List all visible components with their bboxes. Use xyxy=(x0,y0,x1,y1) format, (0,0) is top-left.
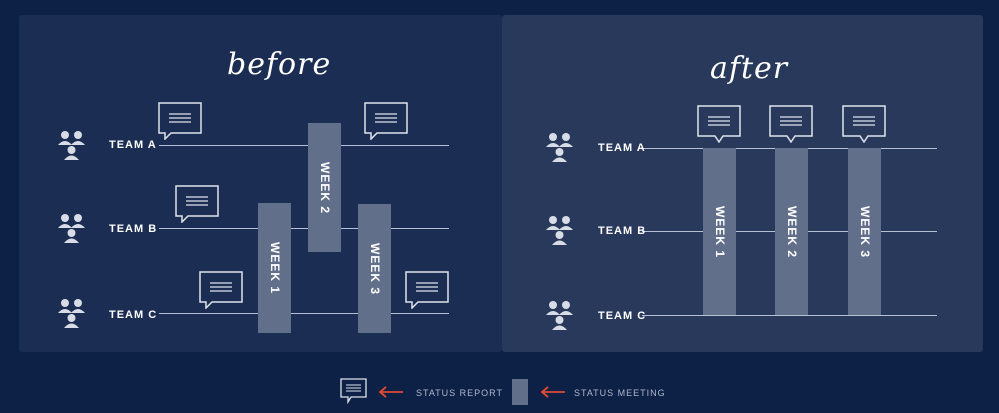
before-panel: before TEAM A TEAM B TEAM C WEEK 1 WEEK … xyxy=(19,15,502,352)
status-report-icon xyxy=(364,102,408,140)
week-2-label: WEEK 2 xyxy=(784,205,799,258)
status-meeting-legend-swatch xyxy=(512,379,528,405)
status-report-icon xyxy=(175,185,219,223)
week-3-bar: WEEK 3 xyxy=(848,148,881,315)
team-c-line xyxy=(642,315,937,316)
team-c-line xyxy=(159,313,449,314)
team-b-label: TEAM B xyxy=(598,225,647,237)
arrow-left-icon xyxy=(540,386,565,398)
status-report-icon xyxy=(405,271,449,309)
status-report-icon xyxy=(842,105,886,143)
team-a-line xyxy=(159,145,449,146)
week-3-label: WEEK 3 xyxy=(857,205,872,258)
people-icon xyxy=(546,301,573,330)
arrow-left-icon xyxy=(378,386,403,398)
team-a-label: TEAM A xyxy=(598,142,646,154)
people-icon xyxy=(58,299,85,328)
team-a-label: TEAM A xyxy=(109,139,157,151)
week-3-bar: WEEK 3 xyxy=(358,204,391,333)
status-meeting-legend-label: STATUS MEETING xyxy=(574,388,666,398)
status-report-icon xyxy=(769,105,813,143)
people-icon xyxy=(58,131,85,160)
week-2-bar: WEEK 2 xyxy=(775,148,808,315)
week-1-bar: WEEK 1 xyxy=(703,148,736,315)
before-title: before xyxy=(227,47,332,82)
people-icon xyxy=(58,214,85,243)
status-report-icon xyxy=(697,105,741,143)
status-report-icon xyxy=(158,102,202,140)
people-icon xyxy=(546,216,573,245)
team-b-label: TEAM B xyxy=(109,223,158,235)
team-c-label: TEAM C xyxy=(109,309,158,321)
team-b-line xyxy=(159,228,449,229)
week-2-bar: WEEK 2 xyxy=(308,123,341,252)
week-1-label: WEEK 1 xyxy=(267,241,282,295)
after-title: after xyxy=(710,51,789,86)
after-panel: after TEAM A TEAM B TEAM C WEEK 1 WEEK 2… xyxy=(502,15,983,352)
people-icon xyxy=(546,133,573,162)
week-1-bar: WEEK 1 xyxy=(258,203,291,333)
status-report-icon xyxy=(199,271,243,309)
status-report-legend-icon xyxy=(340,378,367,404)
status-report-legend-label: STATUS REPORT xyxy=(416,388,504,398)
week-3-label: WEEK 3 xyxy=(367,242,382,295)
team-c-label: TEAM C xyxy=(598,310,647,322)
week-2-label: WEEK 2 xyxy=(317,161,332,214)
week-1-label: WEEK 1 xyxy=(712,205,727,258)
